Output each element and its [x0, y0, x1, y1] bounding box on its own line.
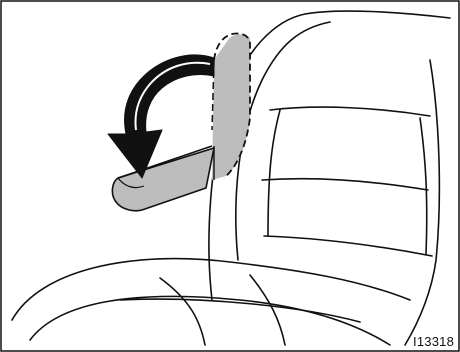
figure-code-label: I13318	[413, 334, 454, 349]
armrest-raised-icon	[212, 33, 250, 180]
